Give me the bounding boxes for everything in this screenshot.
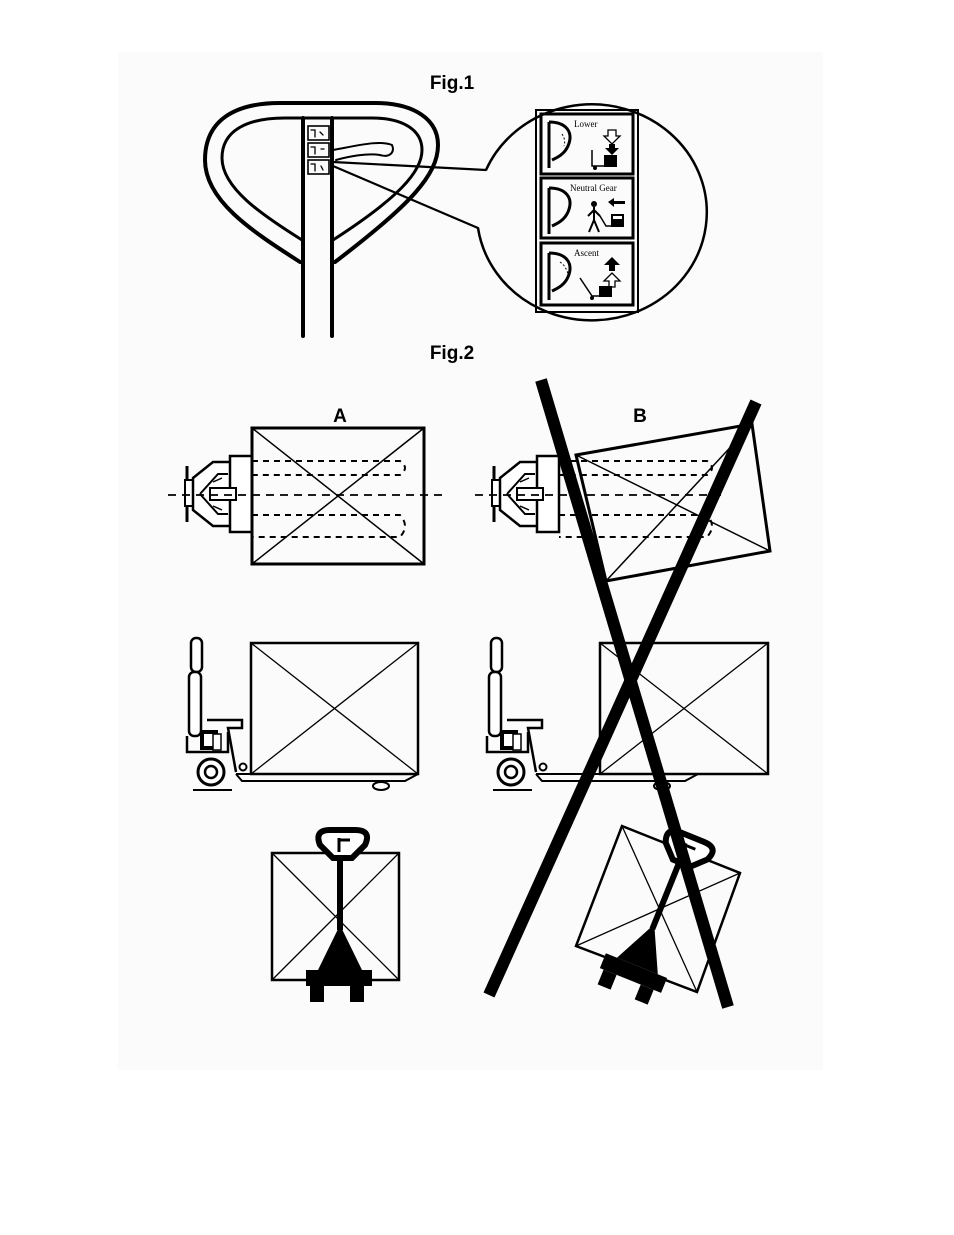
decal-lower-label: Lower	[574, 119, 598, 129]
decal-neutral-label: Neutral Gear	[570, 183, 617, 193]
decal-ascent: Ascent	[541, 243, 633, 305]
column-a-label: A	[333, 406, 347, 427]
fig2-a-top-view	[168, 428, 446, 564]
decal-ascent-label: Ascent	[574, 248, 599, 258]
decal-neutral: Neutral Gear	[541, 178, 633, 238]
fig2-b-top-view	[475, 424, 770, 581]
fig2-a-rear-view	[272, 830, 399, 1002]
fig2-title: Fig.2	[430, 343, 474, 364]
fig1-title: Fig.1	[430, 73, 475, 94]
fig2-a-side-view	[187, 638, 418, 790]
handle-drawing	[205, 103, 486, 336]
decal-zoom-circle: Lower Neutral Gear	[478, 104, 707, 320]
decal-lower: Lower	[541, 114, 633, 174]
column-b-label: B	[633, 406, 647, 427]
